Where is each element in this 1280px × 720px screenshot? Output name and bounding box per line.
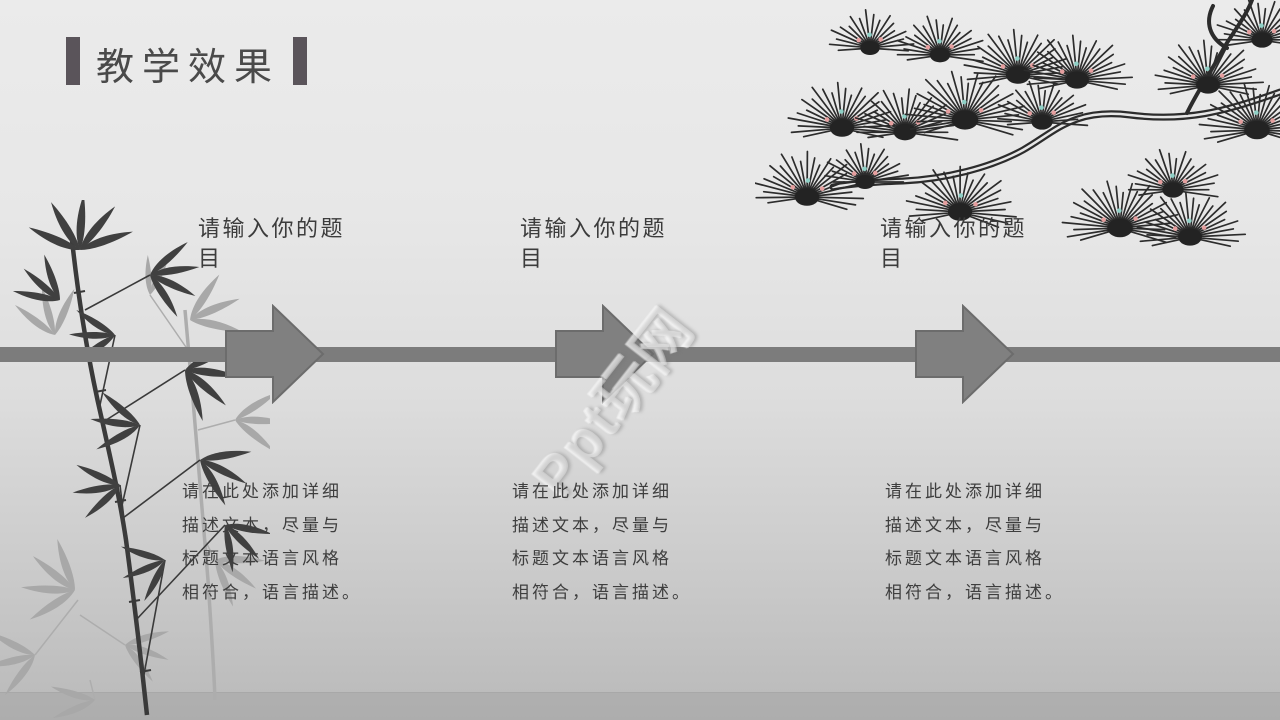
step-1-description: 请在此处添加详细 描述文本，尽量与 标题文本语言风格 相符合，语言描述。 — [182, 482, 362, 602]
title-accent-bar-left — [66, 37, 80, 85]
step-2-description: 请在此处添加详细 描述文本，尽量与 标题文本语言风格 相符合，语言描述。 — [512, 482, 692, 602]
step-2-heading: 请输入你的题 目 — [520, 216, 668, 271]
arrow-icon — [555, 304, 655, 404]
bamboo-ink-art — [0, 200, 270, 719]
page-title: 教学效果 — [96, 47, 281, 89]
step-1-heading: 请输入你的题 目 — [198, 216, 346, 271]
arrow-icon — [915, 304, 1015, 404]
title-accent-bar-right — [293, 37, 307, 85]
step-3-description: 请在此处添加详细 描述文本，尽量与 标题文本语言风格 相符合，语言描述。 — [885, 482, 1065, 602]
step-3-heading: 请输入你的题 目 — [880, 216, 1028, 271]
arrow-icon — [225, 304, 325, 404]
pine-ink-art — [755, 0, 1280, 248]
